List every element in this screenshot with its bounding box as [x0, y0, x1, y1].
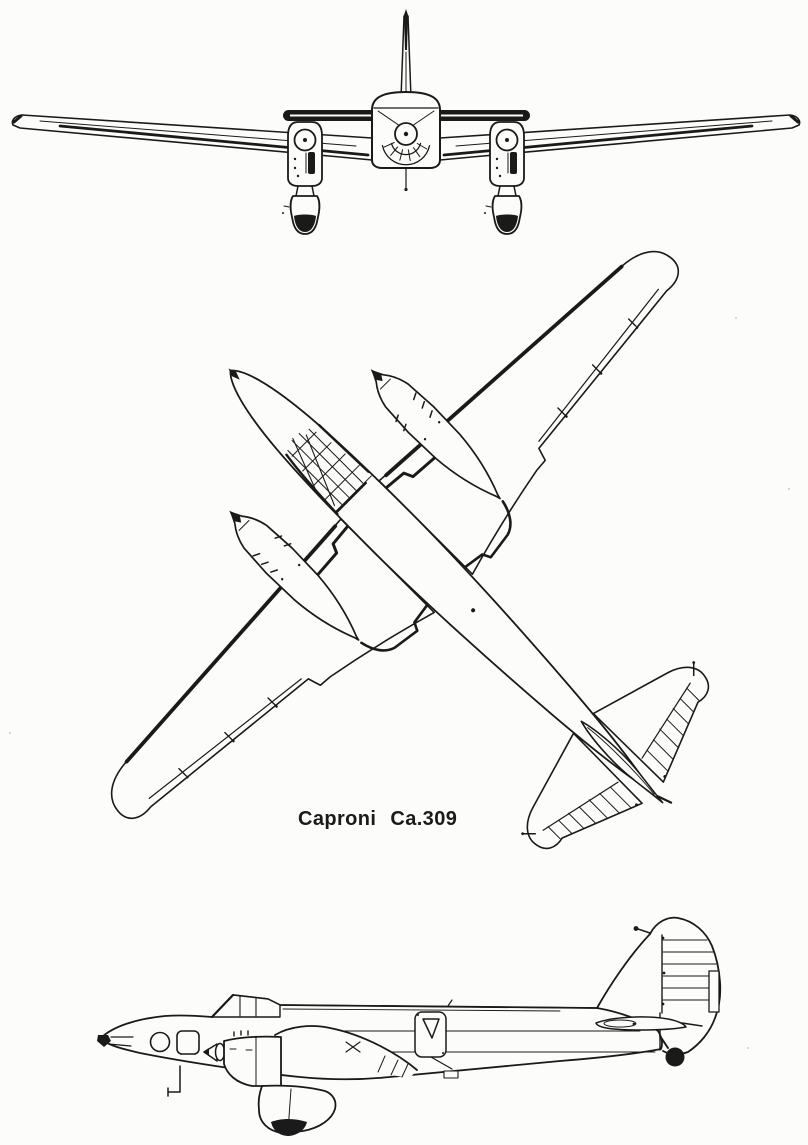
side-tailplane-edge — [595, 1016, 687, 1031]
side-tailwheel — [665, 1047, 685, 1067]
side-rudder-trim-tab — [708, 970, 720, 1013]
caption-manufacturer: Caproni — [298, 808, 377, 830]
side-view-drawing — [97, 916, 722, 1136]
side-pitot-tube — [167, 1065, 181, 1097]
caption-model: Ca.309 — [390, 808, 458, 830]
side-tail — [595, 916, 722, 1067]
front-nacelle-left — [282, 121, 323, 235]
figure-caption: Caproni Ca.309 — [298, 808, 457, 831]
side-cabin-door — [414, 1011, 447, 1058]
side-cockpit-canopy — [210, 993, 281, 1019]
side-cabin-window — [176, 1030, 200, 1055]
front-wings — [11, 114, 801, 161]
front-fin — [400, 9, 412, 99]
plan-nacelle-left — [229, 510, 360, 641]
side-wheel-spat — [257, 1084, 337, 1136]
plan-view-drawing — [110, 221, 741, 850]
front-view-drawing — [11, 9, 801, 235]
plan-fin-rudder — [580, 720, 673, 804]
front-fuselage — [371, 91, 441, 192]
plan-tailplane-left — [521, 732, 643, 850]
paper-specks — [9, 317, 790, 1049]
side-porthole-window — [149, 1031, 171, 1053]
plan-wing-right — [377, 221, 733, 577]
plan-canopy-glazing — [285, 423, 372, 516]
side-nacelle — [203, 1030, 337, 1136]
side-wing-root — [274, 1025, 418, 1078]
side-boarding-step — [443, 1070, 459, 1079]
front-nacelle-right — [483, 121, 525, 235]
